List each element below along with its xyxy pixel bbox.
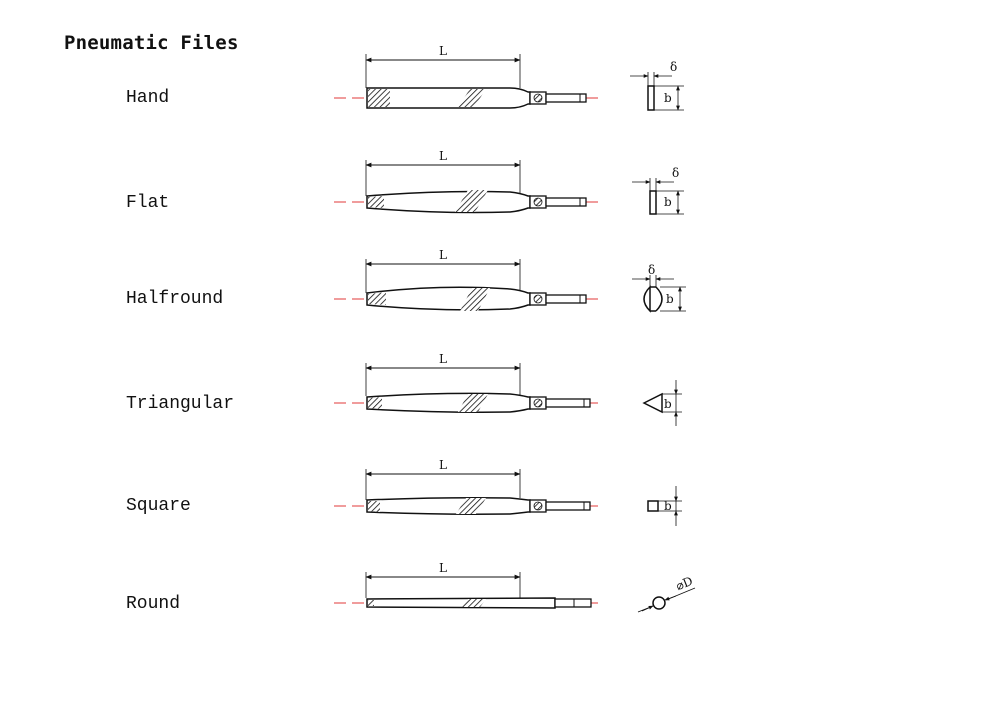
- file-body: [366, 286, 531, 311]
- file-teeth: [368, 397, 382, 409]
- width-label: b: [664, 195, 672, 209]
- length-label: L: [439, 149, 447, 163]
- page-title: Pneumatic Files: [64, 32, 239, 54]
- file-hand: L: [334, 44, 600, 109]
- file-teeth: [368, 89, 390, 107]
- file-teeth: [458, 89, 486, 107]
- length-label: L: [439, 561, 447, 575]
- file-teeth: [455, 190, 488, 212]
- section-flat: δ b: [632, 166, 684, 215]
- file-teeth: [368, 600, 374, 606]
- length-label: L: [439, 458, 447, 472]
- section-halfround: δ b: [632, 263, 686, 313]
- file-shank: [545, 398, 591, 408]
- file-shank: [545, 93, 587, 103]
- file-halfround: L: [334, 248, 600, 311]
- file-teeth: [460, 288, 490, 311]
- file-teeth: [368, 501, 380, 512]
- diameter-label: ⌀D: [674, 574, 695, 593]
- width-label: b: [664, 499, 672, 513]
- file-round: L: [334, 561, 600, 609]
- file-body: [366, 87, 531, 109]
- thickness-label: δ: [648, 263, 655, 277]
- thickness-label: δ: [670, 60, 677, 74]
- width-label: b: [664, 91, 672, 105]
- file-teeth: [368, 196, 384, 208]
- label-triangular: Triangular: [126, 394, 235, 414]
- file-square: L: [334, 458, 600, 515]
- label-halfround: Halfround: [126, 289, 224, 309]
- label-square: Square: [126, 496, 191, 516]
- label-hand: Hand: [126, 88, 170, 108]
- length-label: L: [439, 248, 447, 262]
- file-triangular: L: [334, 352, 600, 413]
- thickness-label: δ: [672, 166, 679, 180]
- file-teeth: [458, 394, 488, 412]
- file-teeth: [456, 498, 486, 514]
- file-teeth: [368, 292, 386, 305]
- file-body: [366, 497, 531, 515]
- file-flat: L: [334, 149, 600, 214]
- file-teeth: [462, 599, 486, 607]
- file-body: [366, 597, 556, 609]
- section-triangle: b: [642, 380, 682, 426]
- label-round: Round: [126, 594, 181, 614]
- file-body: [366, 190, 531, 214]
- section-flat: δ b: [630, 60, 684, 111]
- file-body: [366, 392, 531, 413]
- file-shank: [545, 294, 587, 304]
- length-label: L: [439, 44, 447, 58]
- width-label: b: [664, 397, 672, 411]
- file-shank: [545, 501, 591, 511]
- file-shank: [554, 598, 592, 608]
- width-label: b: [666, 292, 674, 306]
- section-round: ⌀D: [637, 574, 696, 613]
- length-label: L: [439, 352, 447, 366]
- label-flat: Flat: [126, 193, 170, 213]
- file-shank: [545, 197, 587, 207]
- section-square: b: [647, 486, 682, 526]
